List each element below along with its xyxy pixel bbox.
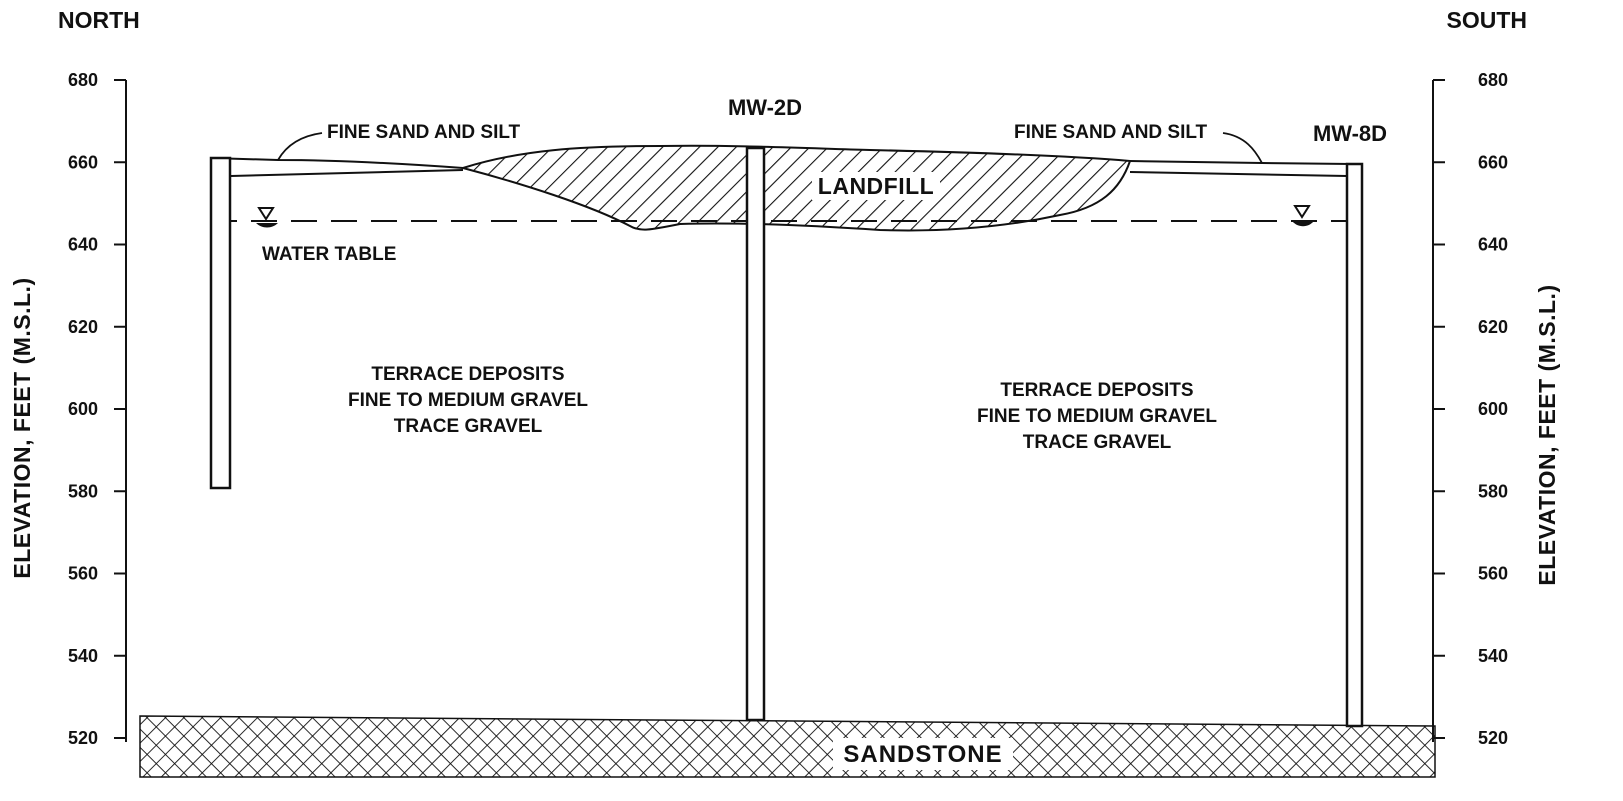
well-mw-2d (747, 148, 764, 720)
terrace-right-line-1: TERRACE DEPOSITS (1000, 380, 1193, 401)
terrace-right-line-3: TRACE GRAVEL (1023, 432, 1172, 453)
right-axis-label: ELEVATION, FEET (M.S.L.) (1534, 284, 1560, 585)
right-tick-label: 600 (1478, 399, 1508, 419)
left-axis-ticks: 680 660 640 620 600 580 560 540 520 (68, 70, 126, 748)
terrace-left-line-2: FINE TO MEDIUM GRAVEL (348, 390, 588, 411)
well-mw-2d-label: MW-2D (728, 95, 802, 120)
right-tick-label: 580 (1478, 481, 1508, 501)
silt-base-right (1130, 172, 1347, 176)
right-tick-label: 680 (1478, 70, 1508, 90)
right-tick-label: 660 (1478, 152, 1508, 172)
left-tick-label: 600 (68, 399, 98, 419)
fine-sand-left-label: FINE SAND AND SILT (327, 122, 521, 143)
terrace-left-line-1: TERRACE DEPOSITS (371, 364, 564, 385)
water-table-label: WATER TABLE (262, 244, 396, 265)
south-label: SOUTH (1447, 7, 1528, 33)
right-tick-label: 520 (1478, 728, 1508, 748)
landfill-label: LANDFILL (818, 173, 934, 199)
well-mw-8d-label: MW-8D (1313, 121, 1387, 146)
left-tick-label: 640 (68, 235, 98, 255)
ground-surface-right (1130, 161, 1352, 164)
right-tick-label: 560 (1478, 564, 1508, 584)
right-axis-ticks: 680 660 640 620 600 580 560 540 520 (1433, 70, 1508, 748)
right-tick-label: 640 (1478, 235, 1508, 255)
well-mw-8d (1347, 164, 1362, 726)
well-north (211, 158, 230, 488)
left-tick-label: 520 (68, 728, 98, 748)
north-label: NORTH (58, 7, 140, 33)
left-tick-label: 580 (68, 481, 98, 501)
left-tick-label: 660 (68, 152, 98, 172)
right-tick-label: 620 (1478, 317, 1508, 337)
right-tick-label: 540 (1478, 646, 1508, 666)
left-tick-label: 620 (68, 317, 98, 337)
ground-surface-left (211, 158, 463, 168)
fine-sand-right-label: FINE SAND AND SILT (1014, 122, 1208, 143)
left-tick-label: 680 (68, 70, 98, 90)
left-axis-label: ELEVATION, FEET (M.S.L.) (9, 277, 35, 578)
water-table-symbol-left (256, 208, 278, 228)
water-table-symbol-right (1292, 206, 1314, 226)
terrace-right-line-2: FINE TO MEDIUM GRAVEL (977, 406, 1217, 427)
leader-fine-sand-left (278, 133, 322, 160)
left-tick-label: 540 (68, 646, 98, 666)
terrace-left-line-3: TRACE GRAVEL (394, 416, 543, 437)
landfill-body (463, 146, 1130, 231)
left-tick-label: 560 (68, 564, 98, 584)
sandstone-layer (140, 716, 1435, 777)
silt-base-left (231, 170, 463, 176)
leader-fine-sand-right (1223, 133, 1262, 163)
sandstone-label: SANDSTONE (843, 741, 1002, 768)
